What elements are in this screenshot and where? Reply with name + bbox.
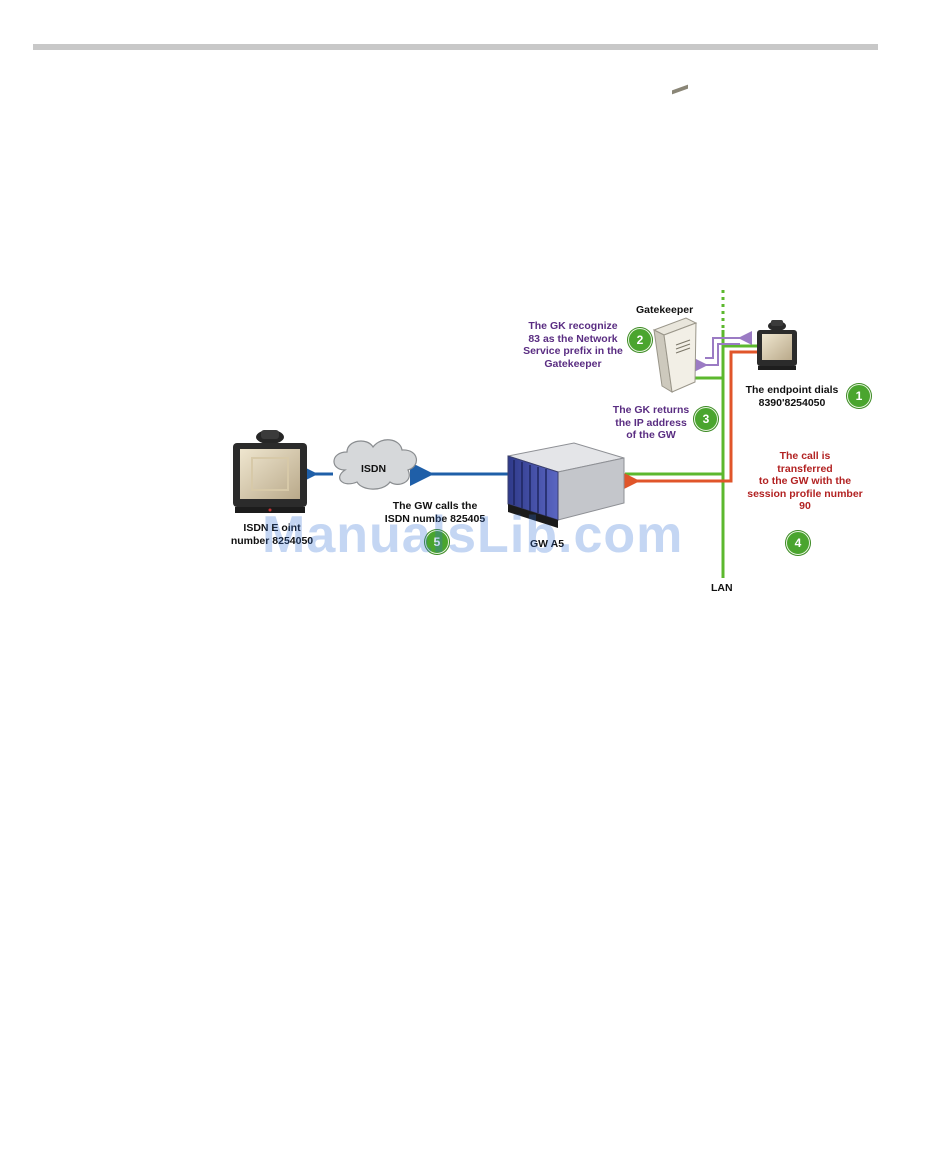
isdn-cloud-label: ISDN (361, 463, 387, 475)
gateway-label: GW A5 (530, 538, 565, 550)
gw-calls-label: The GW calls the ISDN numbe 825405 (384, 500, 486, 525)
step-3-badge: 3 (694, 407, 718, 431)
endpoint-dials-label: The endpoint dials 8390'8254050 (745, 384, 839, 409)
step-4-badge: 4 (786, 531, 810, 555)
mcu-chassis-icon (507, 442, 625, 528)
step-5-badge: 5 (425, 530, 449, 554)
gatekeeper-label: Gatekeeper (636, 304, 694, 316)
cloud-icon (333, 439, 417, 490)
video-terminal-icon (757, 320, 797, 370)
isdn-endpoint-label: ISDN E oint number 8254050 (230, 522, 314, 547)
watermark-text: ManualsLib.com (262, 506, 684, 564)
step-1-badge: 1 (847, 384, 871, 408)
call-transferred-label: The call is transferred to the GW with t… (747, 450, 863, 512)
gk-response-arrow (694, 343, 740, 372)
step-2-badge: 2 (628, 328, 652, 352)
gk-returns-label: The GK returns the IP address of the GW (612, 404, 690, 441)
call-path-red (616, 350, 757, 493)
header-rule (33, 44, 878, 50)
gk-query-arrow (705, 331, 752, 359)
gk-recognize-label: The GK recognize 83 as the Network Servi… (523, 320, 623, 370)
lan-label: LAN (711, 582, 733, 594)
server-tower-icon (652, 84, 698, 393)
isdn-terminal-icon (233, 430, 307, 513)
